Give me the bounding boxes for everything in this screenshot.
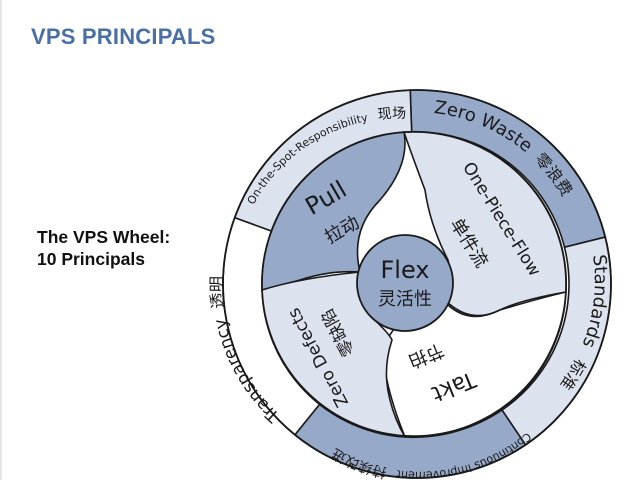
inner-circle-outline xyxy=(261,131,567,437)
hub-label-en: Flex xyxy=(380,256,429,284)
slide-left-border xyxy=(0,0,2,480)
outer-label-transparency-zh: 透明 xyxy=(207,276,227,309)
outer-circle-outline xyxy=(222,89,612,479)
subtitle-line-1: The VPS Wheel: xyxy=(37,227,171,247)
slide-title: VPS PRINCIPALS xyxy=(31,24,216,49)
subtitle-line-2: 10 Principals xyxy=(37,249,145,269)
hub-label-zh: 灵活性 xyxy=(378,289,432,310)
slide-subtitle: The VPS Wheel: 10 Principals xyxy=(37,226,170,270)
hub-circle xyxy=(356,234,454,332)
